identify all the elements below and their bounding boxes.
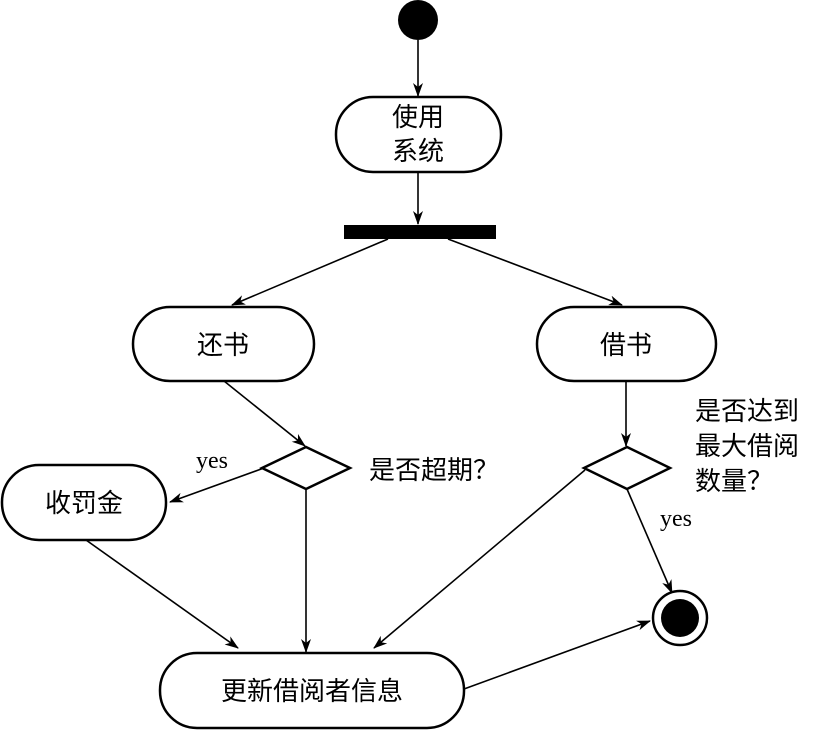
overdue-yes-guard: yes [196,448,228,474]
decision-max-borrow [581,445,673,491]
edge-overdue-yes-to-fine [169,467,265,503]
fork-bar [344,225,496,239]
return-book-label: 还书 [197,331,249,361]
collect-fine-label: 收罚金 [45,489,123,519]
edge-update-to-final [463,620,651,690]
use-system-label-line2: 系统 [392,137,444,167]
edge-fine-to-update [85,539,239,649]
edge-fork-to-borrow [447,238,623,306]
activity-update-borrower-info: 更新借阅者信息 [158,651,466,730]
decision-overdue [259,445,353,491]
edge-fork-to-return [231,238,389,306]
activity-use-system: 使用 系统 [334,95,503,174]
initial-node [398,0,438,40]
overdue-question-label: 是否超期？ [369,456,499,486]
max-yes-guard: yes [660,506,692,532]
activity-borrow-book: 借书 [535,305,718,383]
max-borrow-question-line1: 是否达到 [695,397,799,427]
edge-max-no-to-update [373,469,586,649]
borrow-book-label: 借书 [600,331,652,361]
activity-collect-fine: 收罚金 [0,463,168,542]
update-borrower-info-label: 更新借阅者信息 [221,677,403,707]
edge-max-yes-to-final [626,488,673,594]
final-node [651,589,709,647]
max-borrow-question-line3: 数量？ [695,467,773,497]
edge-return-to-overdue-decision [223,380,306,447]
max-borrow-question-line2: 最大借阅 [695,432,799,462]
use-system-label-line1: 使用 [392,103,444,133]
activity-return-book: 还书 [131,305,316,383]
